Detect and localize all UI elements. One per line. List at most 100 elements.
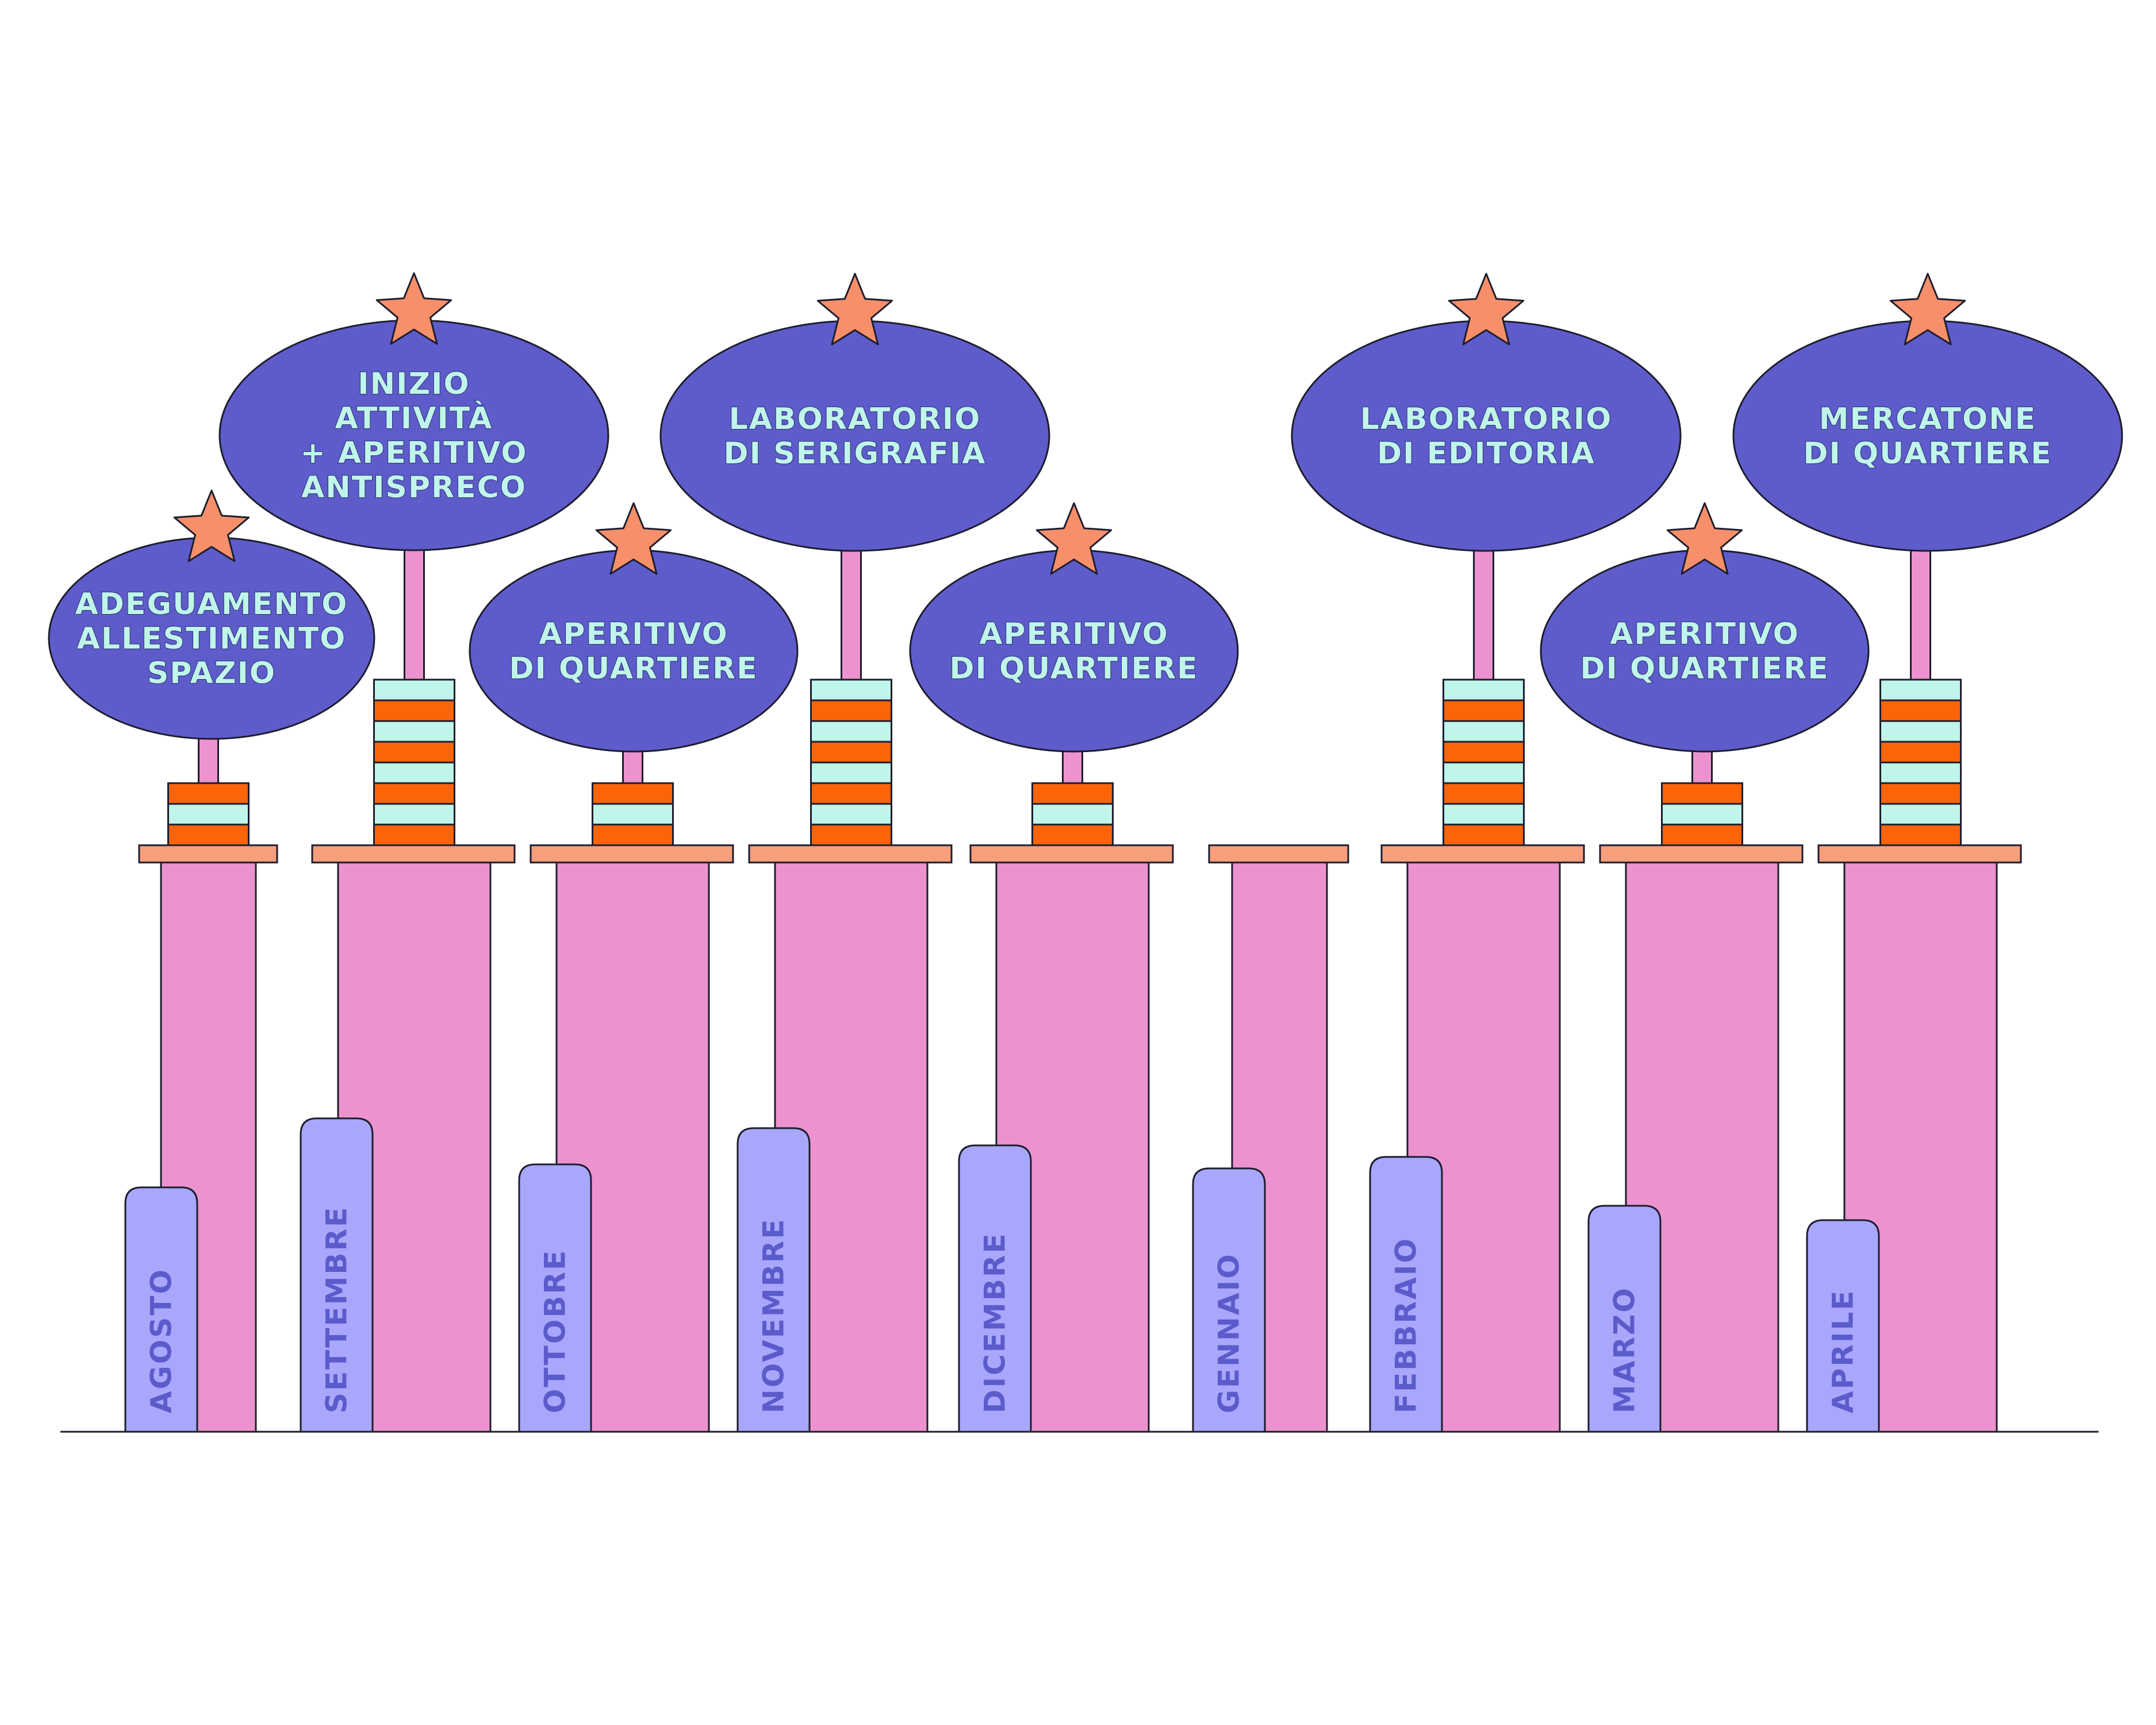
stack-layer: [592, 823, 674, 846]
column-cap: [138, 844, 278, 864]
month-label: AGOSTO: [145, 1268, 178, 1413]
star-icon: [595, 502, 672, 575]
month-tab: [1587, 1205, 1662, 1433]
stack-layer: [167, 782, 250, 805]
stack-layer: [810, 699, 892, 722]
column-cap: [530, 844, 734, 864]
event-label: SPAZIO: [147, 656, 276, 691]
month-label: DICEMBRE: [979, 1232, 1012, 1413]
star-icon: [375, 272, 452, 345]
event-label: INIZIO: [358, 367, 470, 401]
stack-layer: [1031, 823, 1114, 846]
stack-layer: [810, 823, 892, 846]
month-tab: [518, 1163, 592, 1433]
star-icon: [1035, 502, 1112, 575]
stack-layer: [373, 803, 455, 826]
stack-layer: [1879, 720, 1962, 743]
column-cap: [1599, 844, 1804, 864]
stack-layer: [1443, 761, 1525, 784]
month-label: GENNAIO: [1213, 1252, 1246, 1413]
month-tab: [124, 1186, 198, 1433]
event-label: ADEGUAMENTO: [75, 587, 348, 622]
stack-layer: [373, 699, 455, 722]
star-icon: [1666, 502, 1743, 575]
stack-layer: [373, 720, 455, 743]
column-cap: [1208, 844, 1349, 864]
month-label: APRILE: [1827, 1289, 1860, 1413]
month-label: FEBBRAIO: [1390, 1237, 1423, 1413]
stack-layer: [1443, 823, 1525, 846]
month-tab: [736, 1127, 811, 1433]
event-label: MERCATONE: [1819, 402, 2036, 436]
stack-layer: [1443, 678, 1525, 702]
event-label: + APERITIVO: [300, 436, 527, 470]
stem: [1910, 544, 1931, 681]
star-icon: [1448, 273, 1525, 346]
event-label: ANTISPRECO: [301, 470, 527, 505]
stem: [198, 732, 219, 784]
stack-layer: [1443, 720, 1525, 743]
stack-layer: [1879, 823, 1962, 846]
column-cap: [1817, 844, 2022, 864]
stack-layer: [1879, 803, 1962, 826]
stack-layer: [810, 761, 892, 784]
stack-layer: [1443, 741, 1525, 764]
stack-layer: [810, 782, 892, 805]
month-tab: [1806, 1219, 1880, 1433]
event-label: LABORATORIO: [729, 402, 981, 436]
stack-layer: [1031, 782, 1114, 805]
stack-layer: [1031, 803, 1114, 826]
event-label: ALLESTIMENTO: [77, 622, 347, 656]
star-icon: [1889, 273, 1966, 346]
column-cap: [1380, 844, 1585, 864]
event-label: APERITIVO: [979, 617, 1169, 651]
stack-layer: [810, 803, 892, 826]
month-tab: [1192, 1167, 1266, 1433]
star-icon: [816, 273, 893, 346]
stack-layer: [1661, 782, 1743, 805]
stem: [841, 544, 862, 681]
stack-layer: [1879, 741, 1962, 764]
stack-layer: [1443, 699, 1525, 722]
event-label: DI QUARTIERE: [509, 651, 758, 686]
month-label: MARZO: [1608, 1286, 1641, 1413]
stack-layer: [373, 741, 455, 764]
column-cap: [969, 844, 1174, 864]
stack-layer: [373, 761, 455, 784]
event-label: DI EDITORIA: [1377, 436, 1595, 471]
stack-layer: [373, 782, 455, 805]
month-label: SETTEMBRE: [320, 1206, 354, 1413]
stack-layer: [810, 741, 892, 764]
stack-layer: [1879, 699, 1962, 722]
column-cap: [311, 844, 516, 864]
stack-layer: [167, 823, 250, 846]
stack-layer: [373, 823, 455, 846]
stack-layer: [1661, 803, 1743, 826]
month-tab: [300, 1117, 374, 1433]
event-label: ATTIVITÀ: [335, 401, 493, 436]
event-label: DI SERIGRAFIA: [723, 436, 986, 471]
stack-layer: [810, 720, 892, 743]
stack-layer: [373, 678, 455, 702]
event-label: DI QUARTIERE: [949, 651, 1198, 686]
column-cap: [748, 844, 953, 864]
stack-layer: [1661, 823, 1743, 846]
stack-layer: [1443, 803, 1525, 826]
stack-layer: [592, 782, 674, 805]
stack-layer: [810, 678, 892, 702]
month-label: OTTOBRE: [539, 1249, 572, 1413]
event-label: DI QUARTIERE: [1803, 436, 2052, 471]
stack-layer: [1443, 782, 1525, 805]
event-label: APERITIVO: [539, 617, 728, 651]
stack-layer: [1879, 678, 1962, 702]
stem: [404, 543, 425, 681]
month-tab: [958, 1144, 1032, 1433]
stack-layer: [592, 803, 674, 826]
stem: [1473, 544, 1494, 681]
stack-layer: [1879, 761, 1962, 784]
stack-layer: [167, 803, 250, 826]
month-tab: [1369, 1156, 1443, 1433]
month-label: NOVEMBRE: [757, 1218, 791, 1413]
stack-layer: [1879, 782, 1962, 805]
